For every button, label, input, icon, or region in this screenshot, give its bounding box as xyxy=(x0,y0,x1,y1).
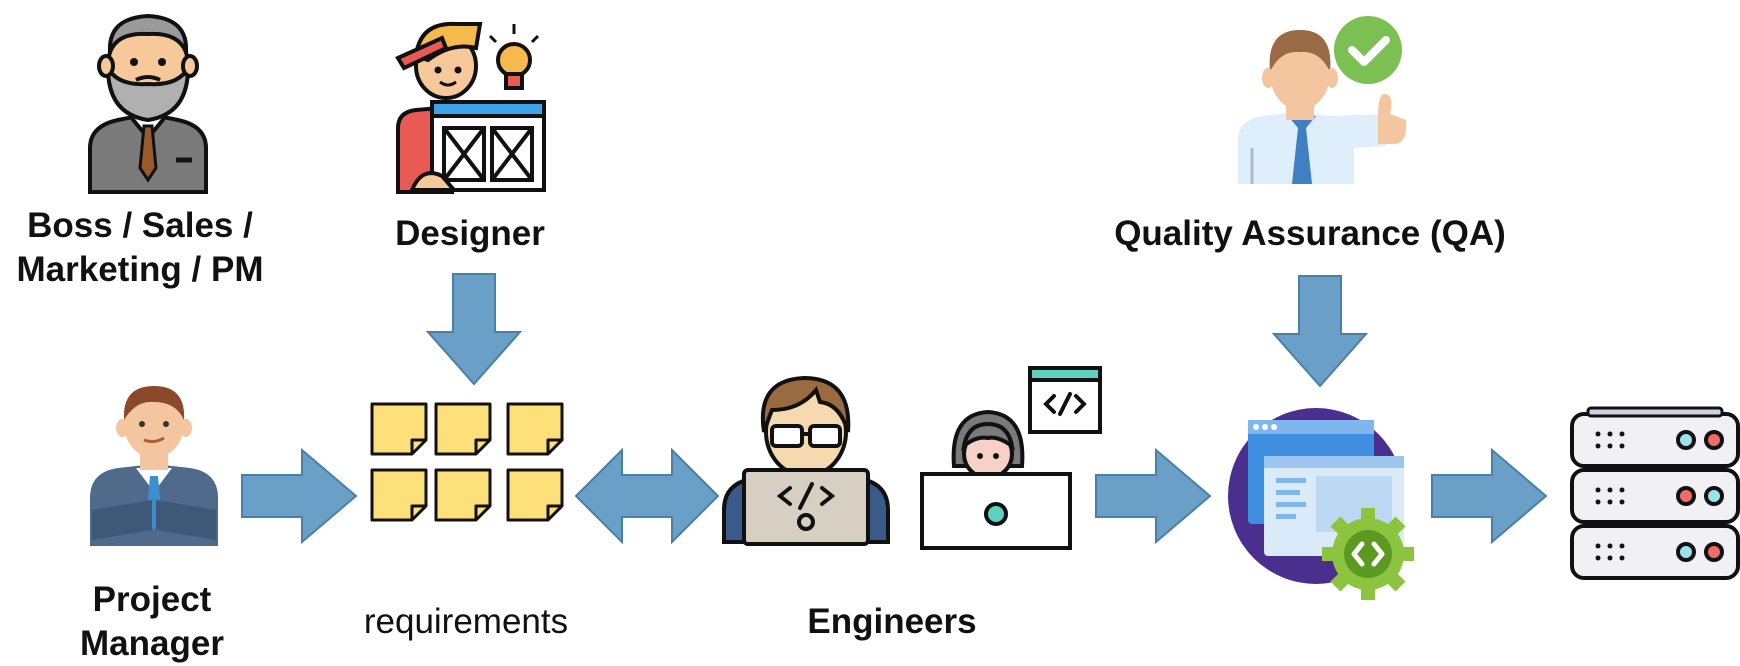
arrow-app-to-server xyxy=(1431,447,1548,545)
engineers-label: Engineers xyxy=(807,602,977,641)
arrow-qa-to-app xyxy=(1271,275,1369,388)
pm-label-line1: Project xyxy=(92,580,212,619)
designer-icon xyxy=(395,21,546,194)
arrow-engineers-to-app xyxy=(1095,447,1212,545)
requirements-label: requirements xyxy=(363,602,569,641)
qa-icon xyxy=(1238,16,1407,184)
arrow-requirements-engineers xyxy=(574,447,720,545)
designer-label: Designer xyxy=(395,214,545,253)
boss-label-line2: Marketing / PM xyxy=(16,250,264,289)
boss-label-line1: Boss / Sales / xyxy=(27,206,253,245)
qa-label: Quality Assurance (QA) xyxy=(1114,214,1506,253)
server-icon xyxy=(1570,406,1740,580)
pm-label-line2: Manager xyxy=(80,624,224,663)
project-manager-icon xyxy=(90,386,218,546)
boss-icon xyxy=(88,13,208,194)
female-engineer-icon xyxy=(920,366,1102,550)
male-engineer-icon xyxy=(722,375,890,546)
arrow-designer-to-requirements xyxy=(425,273,523,386)
arrow-pm-to-requirements xyxy=(241,447,358,545)
sticky-notes-icon xyxy=(370,402,564,522)
app-build-icon xyxy=(1228,408,1414,600)
